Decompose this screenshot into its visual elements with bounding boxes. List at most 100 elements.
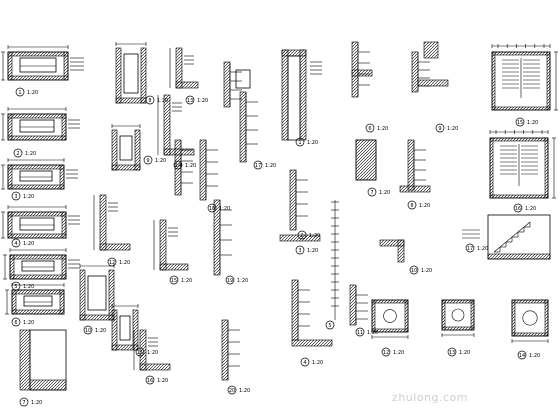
hatched-wall — [11, 289, 65, 295]
hatched-wall — [59, 164, 65, 190]
inner-outline — [21, 260, 55, 272]
hatched-wall — [7, 164, 65, 170]
detail-number: 16 — [147, 378, 153, 384]
hatched-wall — [7, 211, 67, 217]
hatched-wall — [491, 106, 551, 111]
inner-outline — [19, 217, 55, 231]
hatched-wall — [441, 299, 475, 304]
hatched-wall — [441, 326, 475, 331]
hatched-wall — [407, 139, 415, 191]
hatched-wall — [79, 314, 115, 321]
detail-number: 8 — [148, 98, 151, 104]
hatched-wall — [134, 129, 141, 171]
hatched-wall — [544, 137, 549, 199]
detail-number: 5 — [14, 284, 17, 290]
hatched-wall — [470, 299, 475, 331]
hatched-wall — [351, 69, 373, 77]
detail-number: 16 — [515, 206, 521, 212]
hatched-wall — [111, 129, 118, 171]
hatched-wall — [281, 49, 289, 141]
scale-label: 1:20 — [419, 203, 430, 209]
scale-label: 1:20 — [147, 350, 158, 356]
detail-tag-circle — [435, 123, 445, 133]
detail-number: 19 — [227, 278, 233, 284]
hatched-wall — [61, 113, 67, 141]
detail-tag-circle — [325, 320, 335, 330]
scale-label: 1:20 — [119, 260, 130, 266]
hatched-wall — [19, 329, 31, 391]
detail-number: 13 — [449, 350, 455, 356]
hatched-wall — [115, 47, 122, 104]
scale-label: 1:20 — [525, 206, 536, 212]
detail-tag-circle — [107, 257, 117, 267]
hatched-wall — [7, 135, 67, 141]
detail-tag-circle — [11, 191, 21, 201]
hatched-wall — [7, 164, 13, 190]
scale-label: 1:20 — [447, 126, 458, 132]
detail-tag-circle — [295, 137, 305, 147]
scale-label: 1:20 — [25, 151, 36, 157]
pit-inner — [87, 275, 107, 311]
detail-tag-circle — [355, 327, 365, 337]
hatched-wall — [544, 299, 549, 337]
hatched-wall — [199, 139, 207, 201]
scale-label: 1:20 — [377, 126, 388, 132]
detail-number: 18 — [209, 206, 215, 212]
fixture-circle — [522, 310, 538, 326]
scale-label: 1:20 — [307, 248, 318, 254]
detail-tag-circle — [513, 203, 523, 213]
detail-tag-circle — [409, 265, 419, 275]
hatched-wall — [423, 41, 439, 59]
scale-label: 1:20 — [23, 284, 34, 290]
inner-outline — [23, 295, 53, 307]
scale-label: 1:20 — [367, 330, 378, 336]
hatched-wall — [351, 41, 359, 98]
detail-tag-circle — [465, 243, 475, 253]
hatched-wall — [63, 51, 69, 81]
detail-tag-circle — [15, 87, 25, 97]
hatched-wall — [546, 51, 551, 111]
hatched-wall — [489, 137, 494, 199]
scale-label: 1:20 — [95, 328, 106, 334]
scale-label: 1:20 — [181, 278, 192, 284]
detail-number: 11 — [357, 330, 363, 336]
detail-box — [235, 69, 251, 89]
pit-inner — [123, 53, 139, 94]
scale-label: 1:20 — [155, 158, 166, 164]
detail-tag-circle — [145, 375, 155, 385]
hatched-wall — [9, 254, 67, 260]
pit-inner — [119, 135, 133, 161]
scale-label: 1:20 — [157, 98, 168, 104]
hatched-wall — [279, 234, 321, 242]
hatched-wall — [491, 51, 496, 111]
hatched-wall — [399, 185, 431, 193]
hatched-wall — [175, 81, 199, 89]
hatched-wall — [99, 194, 107, 251]
detail-number: 9 — [146, 158, 149, 164]
hatched-wall — [7, 51, 13, 81]
hatched-wall — [349, 284, 357, 326]
scale-label: 1:20 — [23, 194, 34, 200]
detail-tag-circle — [381, 347, 391, 357]
detail-tag-circle — [83, 325, 93, 335]
column-void — [287, 55, 301, 141]
hatched-wall — [511, 332, 549, 337]
detail-number: 4 — [303, 360, 306, 366]
scale-label: 1:20 — [157, 378, 168, 384]
scale-label: 1:20 — [529, 353, 540, 359]
detail-number: 1 — [18, 90, 21, 96]
scale-label: 1:20 — [23, 320, 34, 326]
detail-number: 17 — [255, 163, 261, 169]
hatched-wall — [99, 243, 131, 251]
hatched-wall — [404, 299, 409, 333]
hatched-wall — [371, 299, 376, 333]
hatched-wall — [7, 113, 67, 119]
scale-label: 1:20 — [312, 360, 323, 366]
scale-label: 1:20 — [27, 90, 38, 96]
scale-label: 1:20 — [219, 206, 230, 212]
hatched-wall — [239, 91, 247, 163]
detail-number: 10 — [85, 328, 91, 334]
hatched-wall — [7, 75, 69, 81]
detail-number: 7 — [22, 400, 25, 406]
